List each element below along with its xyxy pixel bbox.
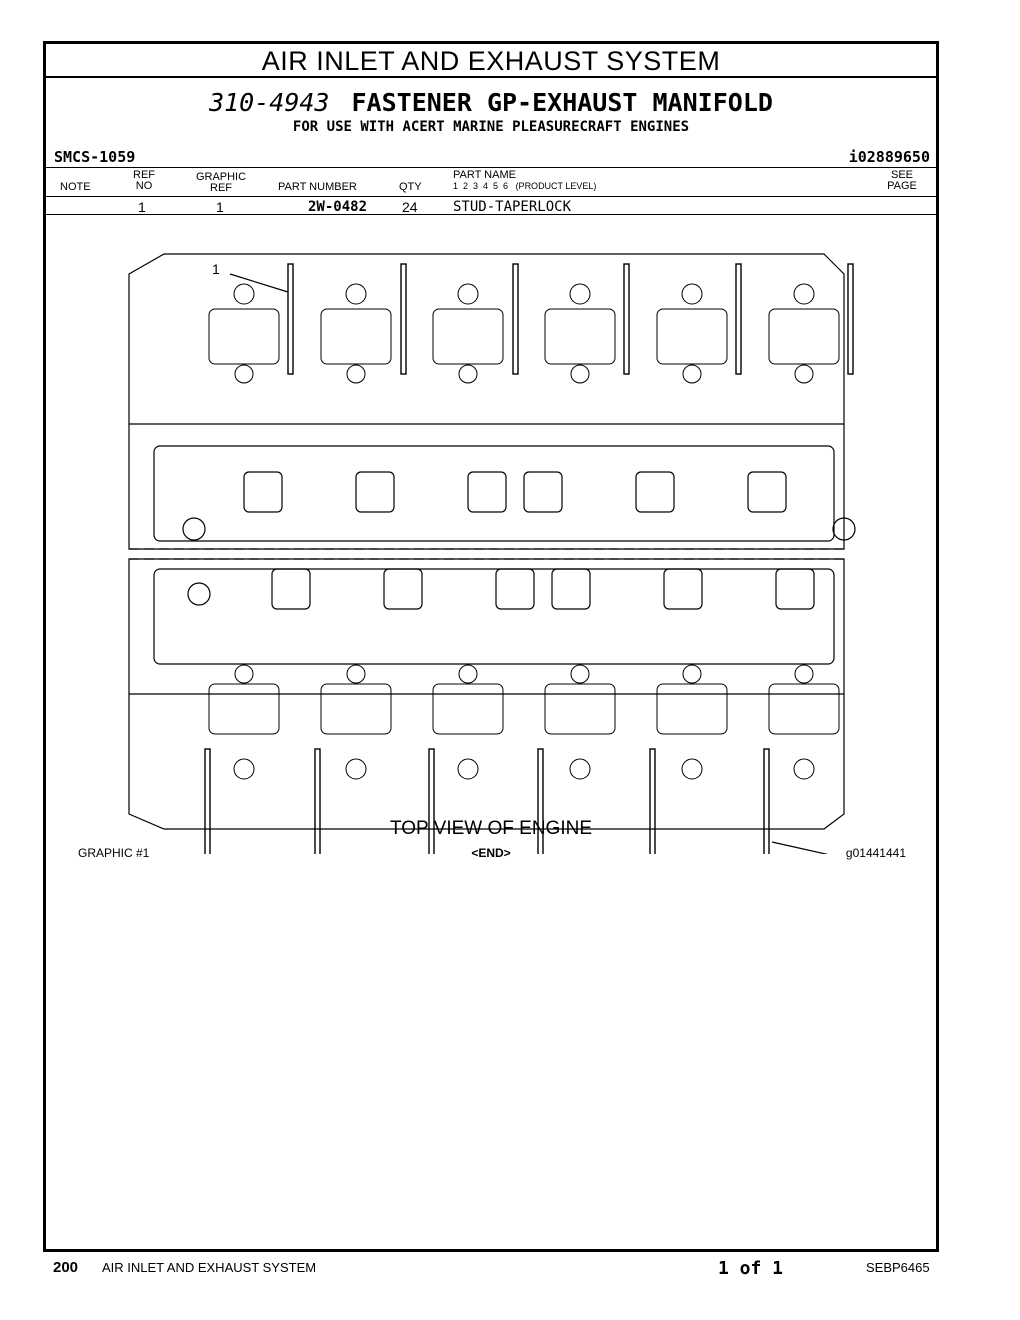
row-graphic-ref: 1	[216, 199, 224, 215]
col-part-number: PART NUMBER	[278, 181, 357, 193]
footer-section: AIR INLET AND EXHAUST SYSTEM	[102, 1260, 317, 1275]
col-see-top: SEE	[890, 169, 913, 181]
footer-page-of: 1 of 1	[718, 1258, 784, 1279]
col-see-bottom: PAGE	[887, 180, 917, 192]
row-qty: 24	[402, 199, 418, 215]
col-ref-no: REF NO	[132, 170, 156, 192]
col-ref-top: REF	[133, 169, 155, 181]
row-part-name: STUD-TAPERLOCK	[453, 199, 572, 215]
col-product-level-label: (PRODUCT LEVEL)	[515, 181, 597, 191]
col-part-name-label: PART NAME	[453, 169, 516, 181]
part-group-number: 310-4943	[209, 88, 330, 117]
table-top-rule	[46, 167, 936, 168]
table-header-rule	[46, 196, 936, 197]
part-group-name: FASTENER GP-EXHAUST MANIFOLD	[351, 88, 773, 117]
col-note: NOTE	[60, 181, 91, 193]
col-qty: QTY	[399, 181, 422, 193]
col-graphic-top: GRAPHIC	[195, 171, 247, 183]
engine-top-view-drawing: 1 1	[128, 253, 856, 854]
graphic-label: GRAPHIC #1	[78, 846, 150, 860]
part-group-heading: 310-4943 FASTENER GP-EXHAUST MANIFOLD	[46, 88, 936, 117]
section-title: AIR INLET AND EXHAUST SYSTEM	[46, 44, 936, 78]
drawing-caption: TOP VIEW OF ENGINE	[390, 818, 592, 839]
page-frame: AIR INLET AND EXHAUST SYSTEM 310-4943 FAS…	[43, 41, 939, 1252]
col-part-name: PART NAME 1 2 3 4 5 6 (PRODUCT LEVEL)	[453, 170, 596, 192]
col-graphic-bottom: REF	[210, 182, 232, 194]
col-graphic-ref: GRAPHIC REF	[190, 172, 252, 194]
col-levels: 1 2 3 4 5 6	[453, 181, 509, 191]
footer-book-id: SEBP6465	[866, 1260, 930, 1275]
row-part-number: 2W-0482	[308, 199, 368, 215]
footer-page-number: 200	[53, 1259, 79, 1276]
end-label: <END>	[471, 846, 511, 860]
row-ref-no: 1	[138, 199, 146, 215]
col-product-level: 1 2 3 4 5 6 (PRODUCT LEVEL)	[453, 181, 596, 192]
callout-top: 1	[212, 261, 220, 277]
usage-note: FOR USE WITH ACERT MARINE PLEASURECRAFT …	[292, 119, 690, 135]
document-id: i02889650	[848, 148, 930, 166]
table-row-rule	[46, 214, 936, 215]
col-ref-bottom: NO	[135, 180, 153, 192]
smcs-code: SMCS-1059	[54, 148, 136, 166]
graphic-id: g01441441	[845, 846, 906, 860]
col-see-page: SEE PAGE	[882, 170, 922, 192]
